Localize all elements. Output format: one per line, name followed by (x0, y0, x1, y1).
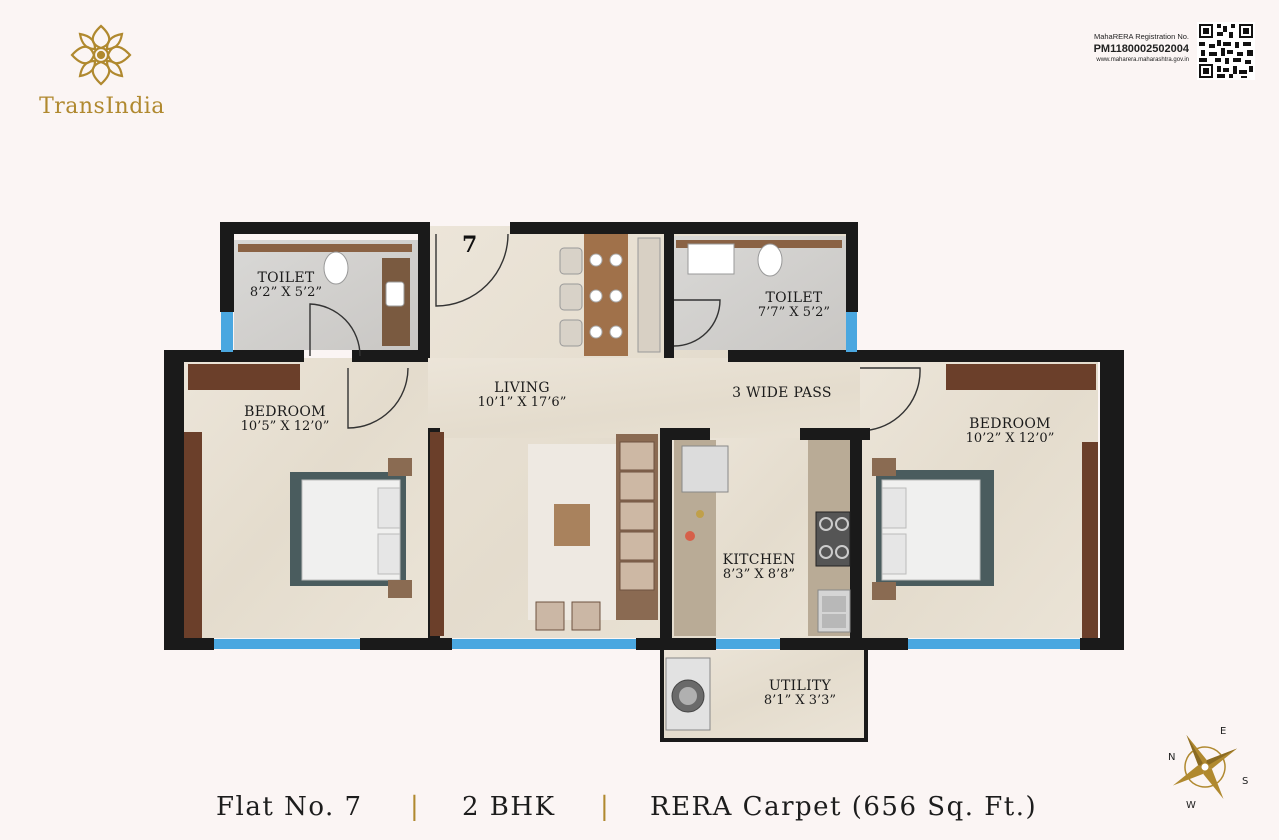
room-name: UTILITY (768, 678, 832, 694)
compass-south: S (1242, 776, 1248, 787)
rera-label: MahaRERA Registration No. (1093, 32, 1189, 41)
room-living: LIVING 10’1” X 17’6” (462, 380, 582, 411)
room-dimensions: 10’1” X 17’6” (477, 395, 567, 411)
room-utility: UTILITY 8’1” X 3’3” (746, 678, 854, 709)
room-toilet-right: TOILET 7’7” X 5’2” (744, 290, 844, 321)
room-name: TOILET (765, 290, 823, 306)
room-name: KITCHEN (722, 552, 796, 568)
flat-number-marker: 7 (462, 232, 478, 258)
rera-number: PM1180002502004 (1093, 43, 1189, 55)
room-name: TOILET (257, 270, 315, 286)
compass-north: N (1168, 752, 1175, 763)
room-name: 3 WIDE PASS (732, 385, 832, 401)
room-dimensions: 10’2” X 12’0” (965, 431, 1055, 447)
room-name: BEDROOM (244, 404, 326, 420)
brand-name: TransIndia (39, 94, 165, 119)
room-name: BEDROOM (969, 416, 1051, 432)
footer-separator: | (600, 792, 611, 822)
room-pass: 3 WIDE PASS (712, 385, 852, 401)
footer-separator: | (410, 792, 421, 822)
room-dimensions: 7’7” X 5’2” (757, 305, 831, 321)
room-dimensions: 8’2” X 5’2” (249, 285, 323, 301)
room-toilet-left: TOILET 8’2” X 5’2” (236, 270, 336, 301)
compass-west: W (1186, 800, 1196, 811)
room-dimensions: 8’3” X 8’8” (722, 567, 796, 583)
footer-bhk: 2 BHK (462, 792, 556, 822)
logo-emblem-icon (70, 24, 132, 86)
room-dimensions: 8’1” X 3’3” (763, 693, 837, 709)
brand-logo: TransIndia (22, 22, 182, 122)
compass-east: E (1220, 726, 1226, 737)
room-name: LIVING (494, 380, 550, 396)
flat-summary-footer: Flat No. 7 | 2 BHK | RERA Carpet (656 Sq… (0, 792, 1279, 832)
compass-icon: N E S W (1168, 726, 1248, 811)
qr-code-icon (1197, 22, 1255, 80)
rera-registration: MahaRERA Registration No. PM118000250200… (1075, 22, 1255, 82)
room-dimensions: 10’5” X 12’0” (240, 419, 330, 435)
room-kitchen: KITCHEN 8’3” X 8’8” (704, 552, 814, 583)
compass-rose: N E S W (1160, 722, 1250, 812)
rera-url: www.maharera.maharashtra.gov.in (1096, 57, 1189, 63)
footer-carpet-area: RERA Carpet (656 Sq. Ft.) (650, 792, 1038, 822)
room-bedroom-left: BEDROOM 10’5” X 12’0” (225, 404, 345, 435)
room-bedroom-right: BEDROOM 10’2” X 12’0” (950, 416, 1070, 447)
footer-flat-number: Flat No. 7 (216, 792, 363, 822)
floor-plan (164, 222, 1124, 742)
